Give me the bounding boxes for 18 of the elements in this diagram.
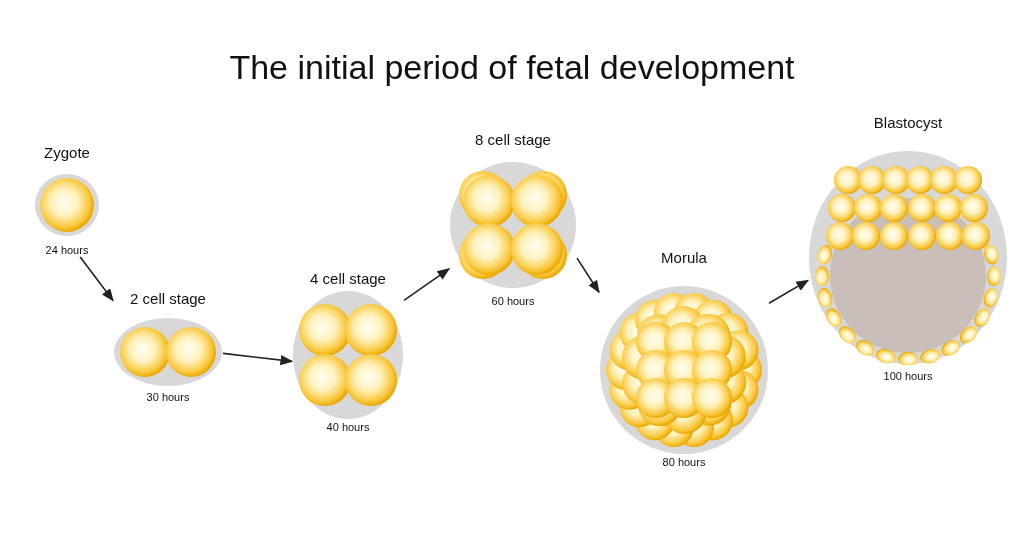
arrow — [576, 257, 600, 294]
stage-label: Blastocyst — [873, 113, 943, 133]
stage-label: Zygote — [44, 143, 90, 163]
stage-label: 8 cell stage — [475, 130, 551, 150]
arrow — [403, 268, 451, 302]
duration-label: 80 hours — [662, 455, 706, 469]
arrow — [79, 256, 114, 302]
duration-label: 60 hours — [491, 294, 535, 308]
arrow — [222, 352, 294, 366]
stage-label: Morula — [661, 248, 707, 268]
duration-label: 100 hours — [883, 369, 933, 383]
arrow — [768, 279, 810, 305]
duration-label: 40 hours — [326, 420, 370, 434]
duration-label: 24 hours — [45, 243, 89, 257]
duration-label: 30 hours — [146, 390, 190, 404]
stage-label: 2 cell stage — [130, 289, 206, 309]
diagram-title: The initial period of fetal development — [229, 47, 795, 88]
stage-label: 4 cell stage — [310, 269, 386, 289]
